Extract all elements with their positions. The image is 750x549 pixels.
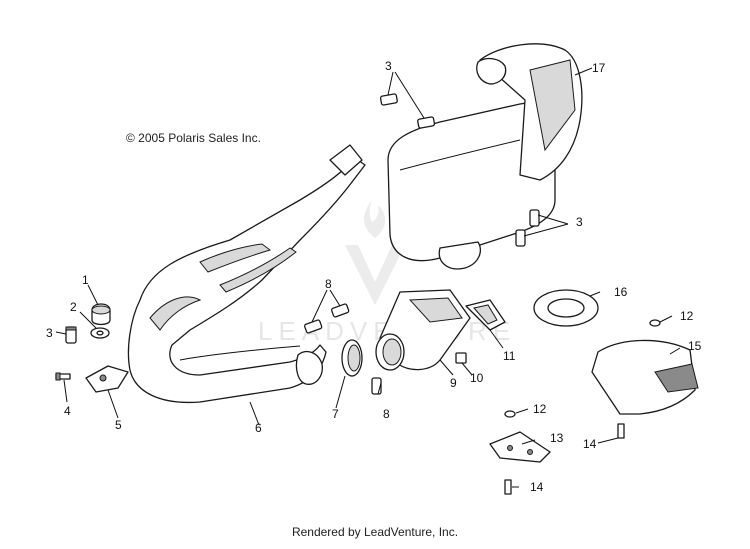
callout-13: 13 bbox=[550, 431, 564, 445]
callout-12-right: 12 bbox=[680, 309, 694, 323]
part-7-seal-ring bbox=[341, 339, 363, 377]
callout-4: 4 bbox=[64, 404, 71, 418]
callout-15: 15 bbox=[688, 339, 702, 353]
callout-11: 11 bbox=[503, 349, 516, 363]
part-14-bolts bbox=[504, 423, 625, 495]
part-1-cap bbox=[91, 303, 111, 326]
part-2-washer bbox=[90, 327, 110, 339]
part-9-manifold bbox=[375, 289, 471, 371]
callout-6: 6 bbox=[255, 421, 262, 435]
callout-10: 10 bbox=[470, 371, 484, 385]
callout-7: 7 bbox=[332, 407, 339, 421]
callout-8-top: 8 bbox=[325, 277, 332, 291]
callout-3-right: 3 bbox=[576, 215, 583, 229]
callout-1: 1 bbox=[82, 273, 89, 287]
part-12-nuts bbox=[504, 319, 661, 418]
render-credit: Rendered by LeadVenture, Inc. bbox=[291, 525, 459, 539]
callout-16: 16 bbox=[614, 285, 628, 299]
callout-3-left: 3 bbox=[46, 326, 53, 340]
part-3-spring-left bbox=[65, 326, 77, 344]
part-3-springs-right bbox=[515, 209, 540, 247]
callout-5: 5 bbox=[115, 418, 122, 432]
leader-lines bbox=[55, 67, 681, 488]
copyright-notice: © 2005 Polaris Sales Inc. bbox=[126, 131, 261, 145]
callout-8-bottom: 8 bbox=[383, 407, 390, 421]
part-17-muffler bbox=[387, 43, 583, 270]
part-15-heat-shield bbox=[591, 339, 699, 415]
callout-9: 9 bbox=[450, 376, 457, 390]
callout-14-right: 14 bbox=[583, 437, 597, 451]
callout-12-bottom: 12 bbox=[533, 402, 547, 416]
callout-2: 2 bbox=[70, 300, 77, 314]
callout-labels: 1 2 3 4 5 6 7 8 8 9 10 11 3 3 17 16 12 1… bbox=[46, 59, 702, 494]
callout-14-bottom: 14 bbox=[530, 480, 544, 494]
part-11-gasket bbox=[465, 299, 506, 331]
part-16-gasket-ring bbox=[533, 289, 599, 327]
part-5-bracket bbox=[85, 365, 129, 393]
part-13-bracket-plate bbox=[489, 431, 551, 463]
callout-3-top: 3 bbox=[385, 59, 392, 73]
part-10-stud bbox=[455, 352, 467, 364]
part-4-bolt bbox=[55, 372, 71, 381]
part-3-springs-top bbox=[379, 93, 436, 129]
callout-17: 17 bbox=[592, 61, 606, 75]
part-6-exhaust-pipe bbox=[127, 144, 366, 404]
